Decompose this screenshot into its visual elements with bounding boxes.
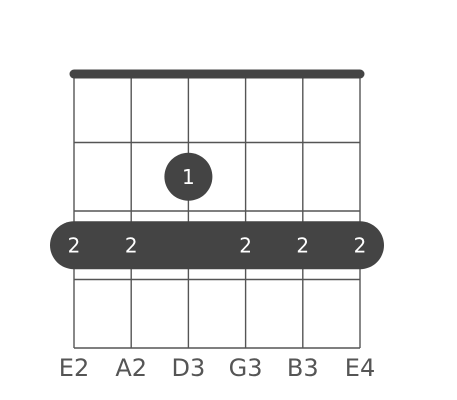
fretboard-grid <box>69 69 365 349</box>
string-label-A2: A2 <box>115 354 147 382</box>
string-label-E2: E2 <box>59 354 89 382</box>
string-labels: E2 A2 D3 G3 B3 E4 <box>59 354 375 382</box>
string-label-G3: G3 <box>229 354 263 382</box>
string-label-E4: E4 <box>345 354 375 382</box>
finger-dots: 1 <box>164 152 213 201</box>
barre-finger-label: 2 <box>239 233 252 257</box>
barre-finger-label: 2 <box>125 233 138 257</box>
barre-finger-label: 2 <box>296 233 309 257</box>
barre-finger-label: 2 <box>354 233 367 257</box>
string-label-B3: B3 <box>287 354 319 382</box>
barre-finger-label: 2 <box>68 233 81 257</box>
barre-group: 2 2 2 2 2 <box>50 221 384 270</box>
finger-dot <box>164 152 213 201</box>
string-label-D3: D3 <box>172 354 206 382</box>
barre <box>50 221 384 270</box>
finger-label: 1 <box>182 165 195 189</box>
